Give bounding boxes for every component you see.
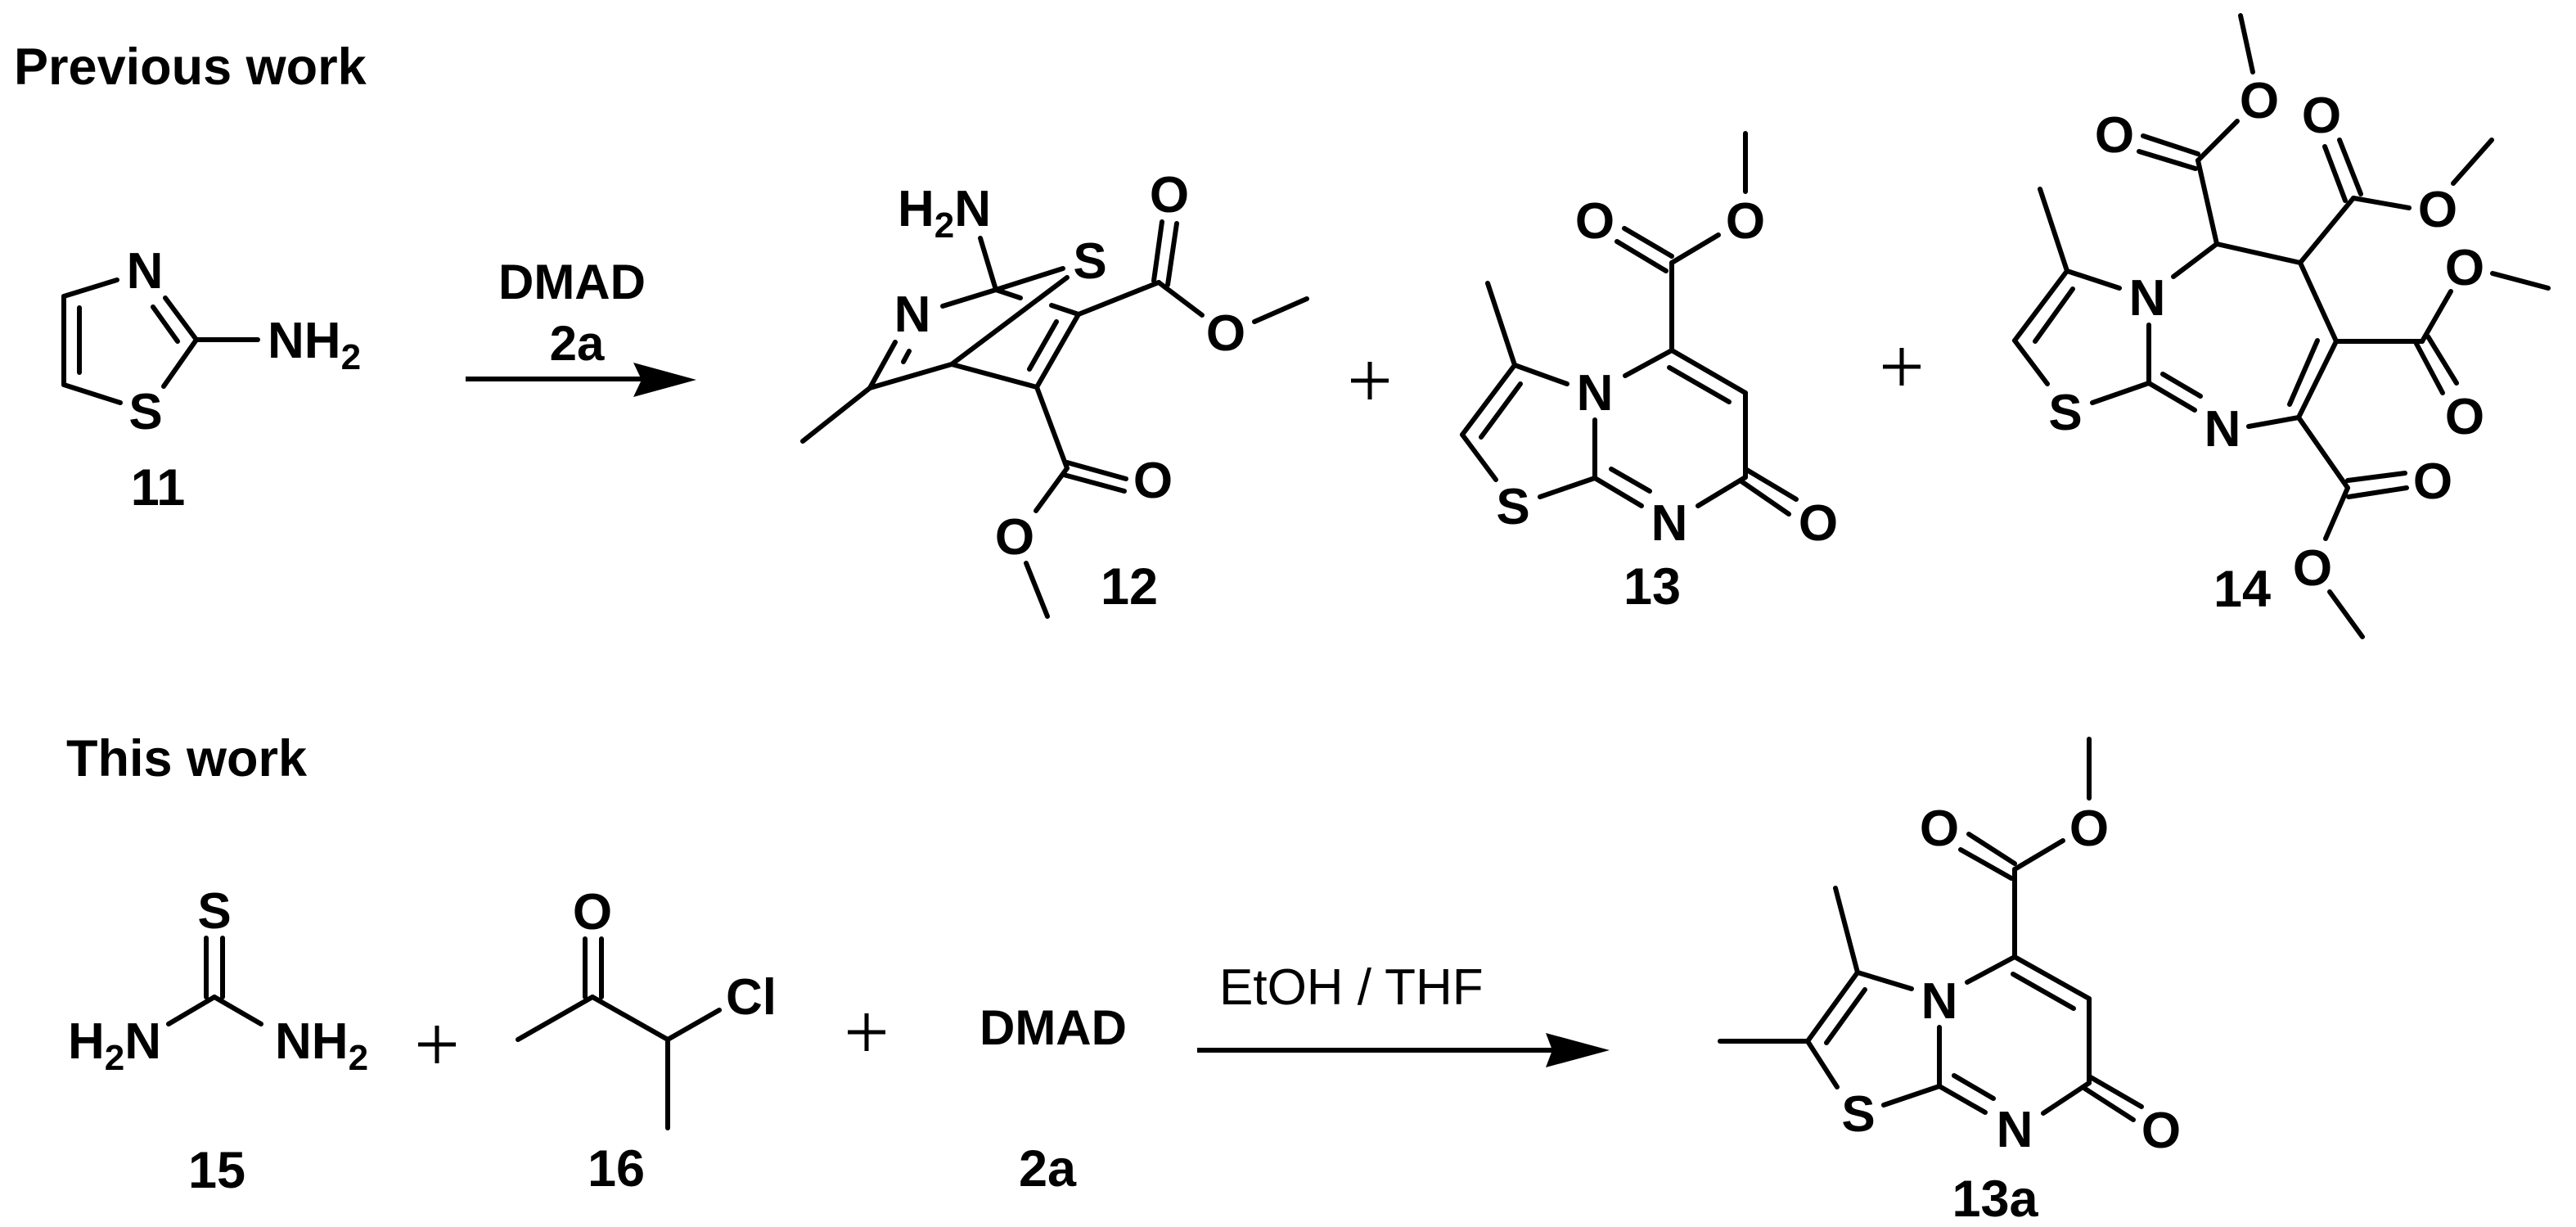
compound-12: H2N S N O O O O 12 — [800, 167, 1309, 619]
compound-label-13a: 13a — [1952, 1171, 2038, 1227]
atom-o-ether-3: O — [2445, 240, 2484, 296]
compound-label-12: 12 — [1101, 558, 1158, 616]
atom-s: S — [197, 883, 231, 940]
atom-o: O — [573, 884, 612, 941]
atom-o-carbonyl-4: O — [2413, 453, 2452, 510]
section-title-this-work: This work — [66, 730, 308, 787]
atom-o-oxo: O — [2141, 1103, 2181, 1159]
compound-name-dmad: DMAD — [980, 1000, 1127, 1055]
atom-n: N — [127, 243, 164, 300]
atom-s: S — [1841, 1086, 1875, 1143]
atom-o-carbonyl-lower: O — [1133, 453, 1173, 509]
reagent-2a: 2a — [550, 316, 605, 371]
atom-o-ether-lower: O — [995, 509, 1034, 566]
atom-n4: N — [1577, 365, 1614, 422]
atom-n4: N — [1921, 973, 1958, 1030]
atom-nh2: NH2 — [275, 1013, 368, 1078]
compound-14: N N S O O O O O O O O 14 — [2012, 13, 2551, 639]
atom-s: S — [128, 384, 162, 440]
atom-o-carbonyl: O — [1920, 801, 1959, 857]
atom-o-carbonyl-2: O — [2302, 88, 2341, 144]
plus-sign — [848, 1013, 885, 1051]
atom-n4: N — [2129, 270, 2166, 327]
reaction-arrow-this-work: EtOH / THF — [1197, 959, 1610, 1067]
plus-sign — [1351, 362, 1389, 399]
atom-n8: N — [1997, 1102, 2033, 1158]
arrowhead-icon — [633, 363, 696, 397]
reaction-arrow-previous: DMAD 2a — [466, 255, 696, 397]
atom-o-ether: O — [2069, 801, 2109, 857]
atom-s: S — [2048, 385, 2082, 441]
atom-o-ether-1: O — [2240, 73, 2279, 129]
atom-cl: Cl — [726, 969, 777, 1026]
atom-s: S — [1073, 233, 1106, 290]
atom-o-carbonyl-3: O — [2445, 389, 2484, 445]
compound-16: O Cl 16 — [516, 884, 777, 1198]
compound-label-2a: 2a — [1019, 1140, 1077, 1198]
atom-nh2: NH2 — [268, 313, 361, 377]
atom-h2n: H2N — [898, 181, 991, 246]
atom-o-ether-upper: O — [1206, 305, 1245, 362]
compound-label-13: 13 — [1624, 558, 1681, 616]
atom-o-ether-2: O — [2418, 182, 2457, 238]
atom-n8: N — [1651, 495, 1688, 552]
atom-h2n: H2N — [68, 1013, 161, 1078]
atom-o-carbonyl: O — [1575, 193, 1615, 250]
section-title-previous-work: Previous work — [14, 38, 367, 96]
atom-s: S — [1496, 479, 1529, 535]
compound-label-11: 11 — [131, 459, 186, 517]
compound-label-16: 16 — [588, 1140, 645, 1198]
reaction-conditions: EtOH / THF — [1219, 959, 1484, 1016]
plus-sign — [1883, 348, 1921, 386]
compound-11: N S NH2 11 — [61, 243, 361, 517]
atom-o-carbonyl-upper: O — [1150, 167, 1189, 223]
compound-label-14: 14 — [2213, 561, 2271, 618]
atom-o-oxo: O — [1799, 495, 1838, 552]
arrowhead-icon — [1546, 1033, 1610, 1067]
plus-sign — [418, 1026, 456, 1063]
compound-13: O O N N O S 13 — [1460, 131, 1838, 616]
atom-o-ether: O — [1726, 193, 1765, 250]
atom-o-carbonyl-1: O — [2095, 107, 2134, 164]
atom-o-ether-4: O — [2293, 540, 2332, 597]
reagent-dmad: DMAD — [498, 255, 646, 309]
atom-n9: N — [2204, 401, 2241, 458]
compound-15: S H2N NH2 15 — [68, 883, 368, 1199]
compound-label-15: 15 — [188, 1142, 245, 1199]
compound-13a: O O N N O S 13a — [1718, 737, 2181, 1227]
compound-2a: DMAD 2a — [980, 1000, 1127, 1198]
atom-n: N — [894, 286, 931, 343]
